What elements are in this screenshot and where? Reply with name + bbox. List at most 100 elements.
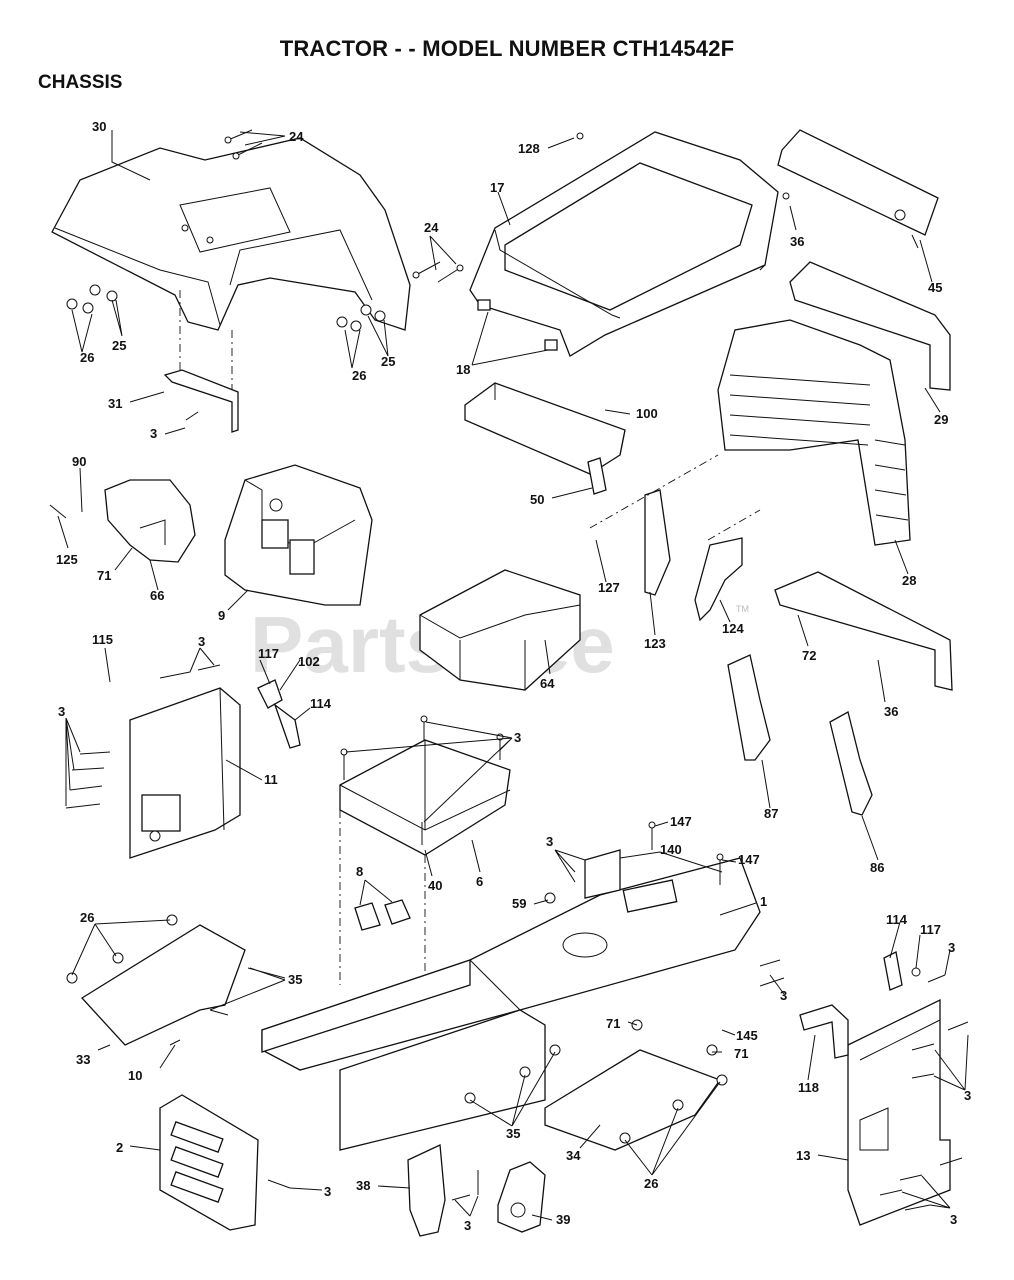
part-123-bracket <box>644 489 671 596</box>
callout-38: 38 <box>356 1178 370 1193</box>
part-6-mounting-plate <box>339 739 511 856</box>
callout-40: 40 <box>428 878 442 893</box>
callout-66: 66 <box>150 588 164 603</box>
leader-lines <box>57 130 969 1221</box>
callout-123: 123 <box>644 636 666 651</box>
section-heading: CHASSIS <box>38 72 123 93</box>
part-8-clips <box>354 899 411 931</box>
fastener-3-screws-left <box>65 664 221 809</box>
part-59-nut <box>544 892 556 904</box>
part-2-front-plate <box>159 1094 259 1231</box>
callout-50: 50 <box>530 492 544 507</box>
callout-25-right: 25 <box>381 354 395 369</box>
callout-39: 39 <box>556 1212 570 1227</box>
part-66-shield <box>104 479 196 563</box>
part-50-bracket <box>587 457 607 495</box>
callout-10: 10 <box>128 1068 142 1083</box>
callout-3-front: 3 <box>324 1184 331 1199</box>
part-39-bracket <box>497 1161 546 1233</box>
callout-102: 102 <box>298 654 320 669</box>
callout-11: 11 <box>264 772 278 787</box>
callout-29: 29 <box>934 412 948 427</box>
part-38-bracket <box>407 1144 446 1237</box>
part-30-rear-fender <box>51 137 411 331</box>
callout-26-right: 26 <box>352 368 366 383</box>
part-100-support-bar <box>464 382 626 475</box>
callout-26-left: 26 <box>80 350 94 365</box>
callout-124: 124 <box>722 621 744 636</box>
callout-3-right-mid: 3 <box>964 1088 971 1103</box>
callout-30: 30 <box>92 119 106 134</box>
callout-114-left: 114 <box>310 696 332 711</box>
part-128-screw <box>576 132 584 140</box>
callout-45: 45 <box>928 280 942 295</box>
callout-59: 59 <box>512 896 526 911</box>
part-87-bracket <box>727 654 771 761</box>
callout-145: 145 <box>736 1028 758 1043</box>
callout-3-bracket: 3 <box>150 426 157 441</box>
callout-64: 64 <box>540 676 555 691</box>
fastener-3-bottom <box>451 1170 479 1201</box>
part-72-lower-shroud <box>774 571 953 691</box>
fastener-26-35-left <box>66 914 286 1046</box>
callout-117-left: 117 <box>258 646 279 661</box>
callout-36-top: 36 <box>790 234 804 249</box>
callout-115: 115 <box>92 632 113 647</box>
part-125-screw <box>49 504 67 519</box>
part-33-footrest <box>80 924 246 1046</box>
callout-117-right: 117 <box>920 922 941 937</box>
part-34-deck-plate <box>544 1049 722 1151</box>
part-11-dash-panel <box>129 687 241 859</box>
callout-147-left: 147 <box>670 814 692 829</box>
callout-6: 6 <box>476 874 483 889</box>
part-140-147-hardware <box>648 821 724 885</box>
callout-26-footrest: 26 <box>80 910 94 925</box>
callout-118: 118 <box>798 1080 819 1095</box>
callout-18: 18 <box>456 362 470 377</box>
callout-9: 9 <box>218 608 225 623</box>
callout-127: 127 <box>598 580 620 595</box>
callout-3-right-bottom: 3 <box>950 1212 957 1227</box>
callout-128: 128 <box>518 141 540 156</box>
part-17-hood <box>469 131 779 357</box>
callout-86: 86 <box>870 860 884 875</box>
callout-3-plate: 3 <box>514 730 521 745</box>
callout-125: 125 <box>56 552 78 567</box>
part-86-bracket <box>829 711 873 816</box>
callout-3-panel-side: 3 <box>58 704 65 719</box>
part-28-grille-assembly <box>717 319 911 546</box>
callout-35-left: 35 <box>288 972 302 987</box>
callout-90: 90 <box>72 454 86 469</box>
callout-3-bottom: 3 <box>464 1218 471 1233</box>
callout-3-frame-right: 3 <box>780 988 787 1003</box>
fastener-3-right-screws <box>759 959 969 1211</box>
part-3-screw-front <box>267 1179 291 1189</box>
part-45-grille-panel <box>777 129 939 249</box>
callout-3-frame: 3 <box>546 834 553 849</box>
callout-87: 87 <box>764 806 778 821</box>
part-29-grille-cover <box>789 261 951 391</box>
callout-1: 1 <box>760 894 767 909</box>
part-31-bracket <box>163 369 239 433</box>
fastener-3-plate-screws <box>340 715 504 845</box>
callout-36-right: 36 <box>884 704 898 719</box>
part-117-102-114-brackets <box>257 679 301 749</box>
fastener-26-25-nuts-washers <box>66 284 386 332</box>
callout-26-bottom: 26 <box>644 1176 658 1191</box>
callout-147-right: 147 <box>738 852 760 867</box>
part-118-bracket <box>799 1004 849 1059</box>
part-1-main-frame <box>261 849 761 1151</box>
callout-100: 100 <box>636 406 658 421</box>
callout-3-panel-top: 3 <box>198 634 205 649</box>
part-9-fuel-tank <box>224 464 373 606</box>
callout-71-shield: 71 <box>97 568 111 583</box>
fastener-35-26-nuts <box>464 1019 728 1144</box>
callout-114-right: 114 <box>886 912 908 927</box>
callout-28: 28 <box>902 573 916 588</box>
callout-71-frame: 71 <box>606 1016 620 1031</box>
callout-24-top: 24 <box>289 129 304 144</box>
part-13-right-panel <box>847 998 951 1226</box>
callout-17: 17 <box>490 180 504 195</box>
callout-35-bottom: 35 <box>506 1126 520 1141</box>
